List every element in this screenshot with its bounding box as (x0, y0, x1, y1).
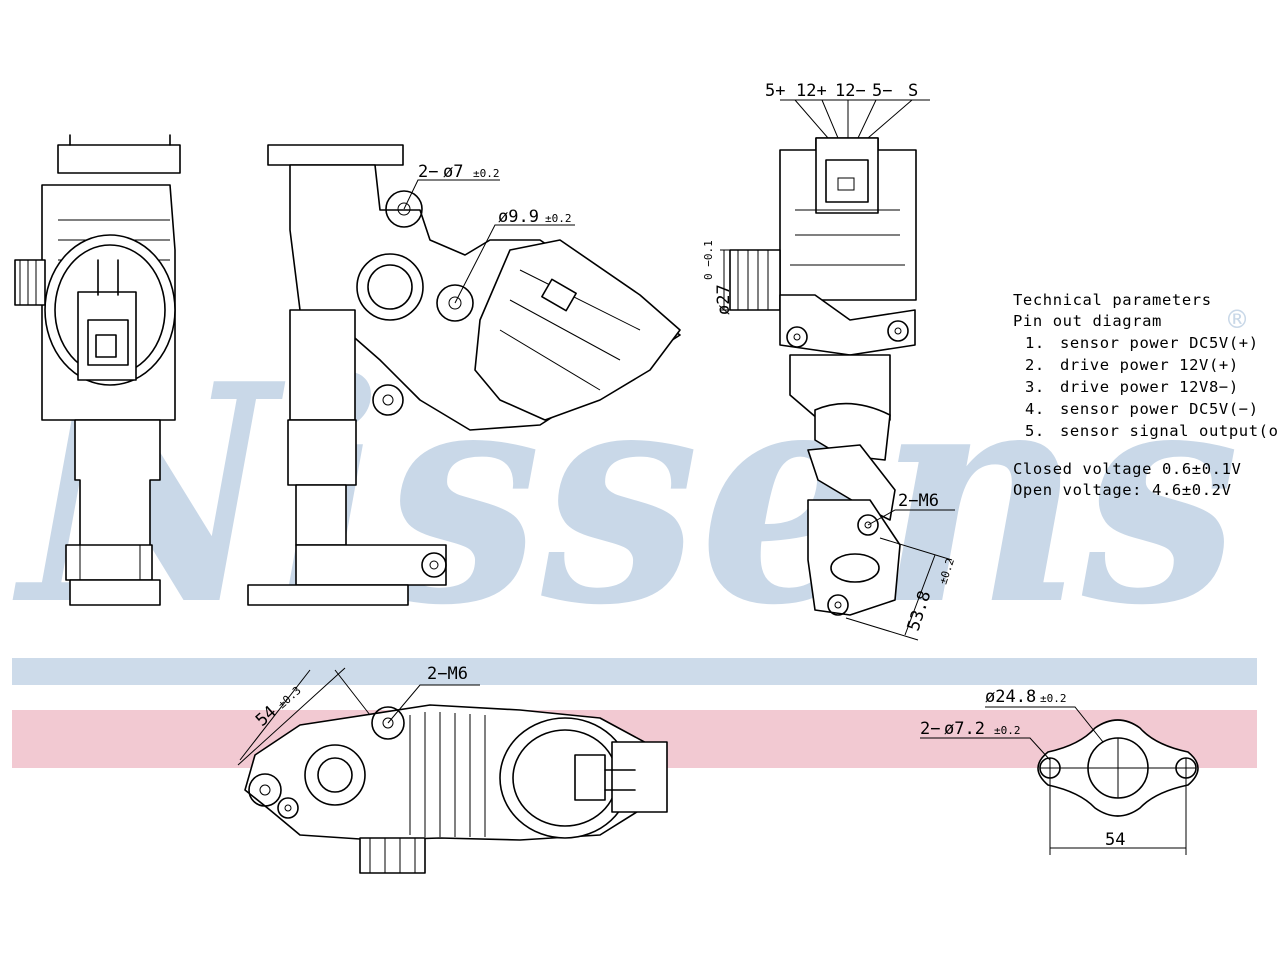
pin-label-1: 5+ (765, 81, 785, 101)
dim-thread-m6-right: 2−M6 (867, 491, 955, 526)
dim-flange-holes: 2− ø7.2 ±0.2 (920, 719, 1051, 761)
dim-bore-tol: ±0.2 (545, 212, 572, 225)
technical-parameters: Technical parameters Pin out diagram 1. … (1013, 291, 1280, 499)
dim-holes-d7-value: ø7 (443, 162, 463, 182)
flange-gasket: 54 (1037, 719, 1199, 855)
pin-3-text: drive power 12V8−) (1060, 378, 1239, 396)
flange-holes-count: 2− (920, 719, 940, 739)
dim-d27-value: ø27 (714, 284, 734, 315)
pin-label-5: S (908, 81, 918, 101)
pin-5-text: sensor signal output(o) (1060, 422, 1280, 440)
dim-m6-bottom-label: 2−M6 (427, 664, 468, 684)
blue-band (12, 658, 1257, 685)
pin-header-labels: 5+ 12+ 12− 5− S (765, 81, 918, 101)
flange-d24-8-value: ø24.8 (985, 687, 1036, 707)
dim-bore-d9-9: ø9.9 ±0.2 (454, 207, 575, 304)
dim-diameter-27: ø27 0 −0.1 (702, 240, 734, 315)
dim-m6-right-label: 2−M6 (898, 491, 939, 511)
pin-2-text: drive power 12V(+) (1060, 356, 1239, 374)
pin-1-num: 1. (1025, 334, 1045, 352)
pin-5-num: 5. (1025, 422, 1045, 440)
pin-4-text: sensor power DC5V(−) (1060, 400, 1259, 418)
params-title: Technical parameters (1013, 291, 1212, 309)
dim-d27-tol: 0 −0.1 (702, 240, 715, 280)
flange-holes-tol: ±0.2 (994, 724, 1021, 737)
params-subtitle: Pin out diagram (1013, 312, 1162, 330)
dim-holes-d7-tol: ±0.2 (473, 167, 500, 180)
closed-voltage: Closed voltage 0.6±0.1V (1013, 460, 1241, 478)
connector-view: 5+ 12+ 12− 5− S (729, 81, 930, 616)
dim-holes-d7: 2− ø7 ±0.2 (403, 162, 500, 210)
pin-1-text: sensor power DC5V(+) (1060, 334, 1259, 352)
pin-label-3: 12− (835, 81, 866, 101)
registered-mark: ® (1228, 303, 1247, 338)
pin-4-num: 4. (1025, 400, 1045, 418)
pin-label-4: 5− (872, 81, 892, 101)
dim-thread-m6-bottom: 2−M6 (387, 664, 480, 724)
dim-holes-d7-count: 2− (418, 162, 438, 182)
flange-d24-8-tol: ±0.2 (1040, 692, 1067, 705)
open-voltage: Open voltage: 4.6±0.2V (1013, 481, 1232, 499)
flange-pitch-value: 54 (1105, 830, 1125, 850)
pin-label-2: 12+ (796, 81, 827, 101)
pin-list: 1. sensor power DC5V(+) 2. drive power 1… (1025, 334, 1280, 440)
side-view (247, 144, 681, 606)
dim-flange-d24-8: ø24.8 ±0.2 (985, 687, 1104, 743)
pin-3-num: 3. (1025, 378, 1045, 396)
dim-bore-value: ø9.9 (498, 207, 539, 227)
dim-54-bottom-tol: ±0.3 (275, 684, 303, 711)
bottom-view (244, 704, 668, 874)
flange-holes-value: ø7.2 (944, 719, 985, 739)
pin-2-num: 2. (1025, 356, 1045, 374)
front-view (14, 134, 181, 606)
